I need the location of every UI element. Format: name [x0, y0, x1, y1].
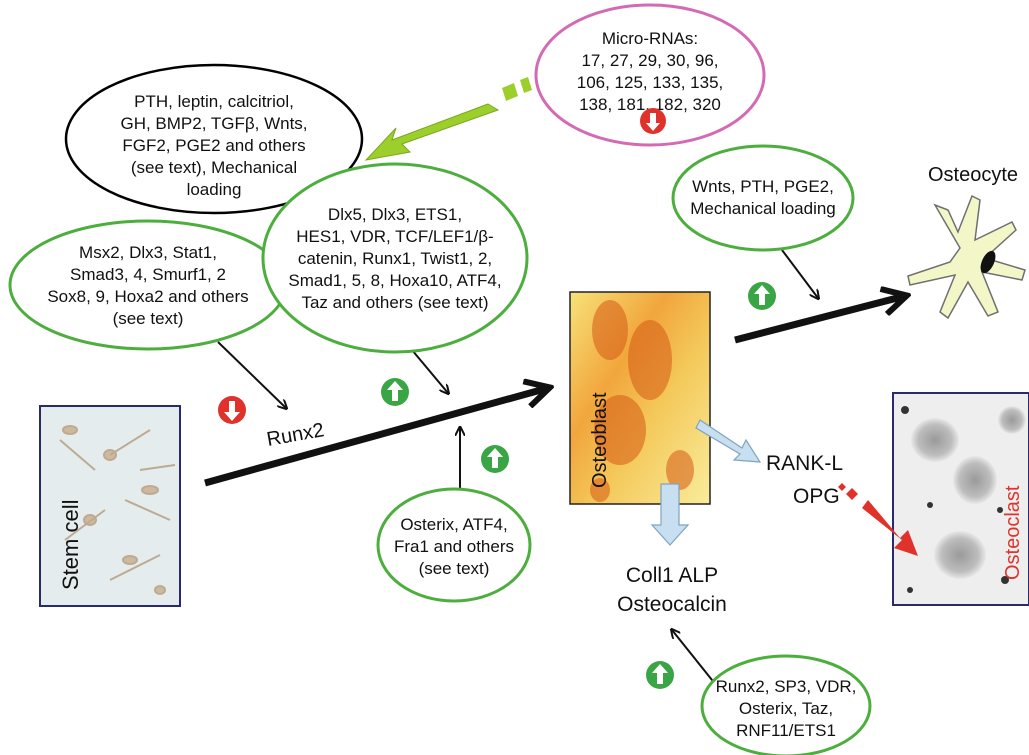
osteocyte-image [907, 194, 1026, 320]
hormones-text: PTH, leptin, calcitriol, GH, BMP2, TGFβ,… [120, 92, 307, 199]
opg-label: OPG [793, 485, 840, 508]
runx2-group-ellipse [700, 654, 872, 755]
markers-arrow [650, 483, 690, 546]
hormones-line: FGF2, PGE2 and others [122, 136, 305, 155]
repressors-line: Smad3, 4, Smurf1, 2 [70, 265, 226, 284]
repressor-arrow [217, 341, 286, 408]
markers-line-2: Osteocalcin [617, 593, 727, 616]
micro-rnas-line: 106, 125, 133, 135, [577, 73, 724, 92]
repressors-ellipse [8, 219, 288, 351]
up-arrow-icon [646, 661, 674, 689]
osteocyte-differentiation-arrow [734, 296, 905, 344]
wnts-line: Wnts, PTH, PGE2, [692, 177, 834, 196]
down-arrow-icon [640, 108, 666, 134]
runx2-group-text: Runx2, SP3, VDR, Osterix, Taz, RNF11/ETS… [716, 677, 857, 740]
osteocyte-label: Osteocyte [928, 164, 1018, 186]
repressors-line: Sox8, 9, Hoxa2 and others [47, 287, 248, 306]
rankl-label: RANK-L [766, 452, 843, 475]
runx2-label: Runx2 [265, 419, 326, 451]
activators-ellipse [261, 162, 529, 354]
repressors-text: Msx2, Dlx3, Stat1, Smad3, 4, Smurf1, 2 S… [47, 243, 248, 328]
micro-rnas-ellipse [534, 3, 766, 147]
wnts-arrow [781, 249, 818, 298]
osterix-text: Osterix, ATF4, Fra1 and others (see text… [394, 515, 514, 578]
wnts-ellipse [671, 144, 855, 252]
down-arrow-icon [218, 396, 246, 424]
osteoclast-image [892, 392, 1029, 606]
runx2-group-line: RNF11/ETS1 [736, 721, 836, 740]
micro-rnas-line: 17, 27, 29, 30, 96, [581, 51, 718, 70]
stem-cell-image [39, 405, 181, 607]
stem-cell-label: Stem cell [58, 500, 83, 590]
osteoclast-label: Osteoclast [1002, 485, 1024, 580]
up-arrow-icon [381, 378, 409, 406]
activators-line: Taz and others (see text) [301, 293, 488, 312]
osteoblast-label: Osteoblast [589, 392, 611, 488]
micro-rnas-line: Micro-RNAs: [602, 29, 698, 48]
wnts-text: Wnts, PTH, PGE2, Mechanical loading [690, 177, 836, 218]
hormones-line: loading [187, 180, 242, 199]
osterix-line: (see text) [419, 559, 490, 578]
activators-line: HES1, VDR, TCF/LEF1/β- [296, 227, 493, 246]
hormones-line: PTH, leptin, calcitriol, [134, 92, 294, 111]
runx2-group-line: Osterix, Taz, [739, 699, 833, 718]
hormones-line: (see text), Mechanical [131, 158, 297, 177]
osteoblast-image [569, 291, 711, 505]
micro-rnas-text: Micro-RNAs: 17, 27, 29, 30, 96, 106, 125… [577, 29, 724, 114]
repressors-line: Msx2, Dlx3, Stat1, [79, 243, 217, 262]
repressors-line: (see text) [113, 309, 184, 328]
osterix-line: Fra1 and others [394, 537, 514, 556]
hormones-ellipse [64, 63, 364, 215]
osterix-ellipse [376, 487, 532, 603]
runx2-group-arrow [672, 630, 717, 686]
main-differentiation-arrow [204, 388, 548, 487]
rankl-opg-arrow [695, 419, 762, 463]
activators-line: catenin, Runx1, Twist1, 2, [298, 249, 492, 268]
activator-arrow [411, 349, 448, 393]
micro-rnas-line: 138, 181, 182, 320 [579, 95, 721, 114]
runx2-group-line: Runx2, SP3, VDR, [716, 677, 857, 696]
rankl-to-osteoclast-arrow [838, 483, 918, 556]
activators-text: Dlx5, Dlx3, ETS1, HES1, VDR, TCF/LEF1/β-… [288, 205, 501, 312]
markers-line-1: Coll1 ALP [626, 564, 718, 587]
micro-rna-arrow [364, 77, 532, 161]
hormones-line: GH, BMP2, TGFβ, Wnts, [120, 114, 307, 133]
activators-line: Dlx5, Dlx3, ETS1, [328, 205, 462, 224]
osterix-line: Osterix, ATF4, [400, 515, 507, 534]
up-arrow-icon [748, 282, 776, 310]
activators-line: Smad1, 5, 8, Hoxa10, ATF4, [288, 271, 501, 290]
up-arrow-icon [481, 445, 509, 473]
wnts-line: Mechanical loading [690, 199, 836, 218]
